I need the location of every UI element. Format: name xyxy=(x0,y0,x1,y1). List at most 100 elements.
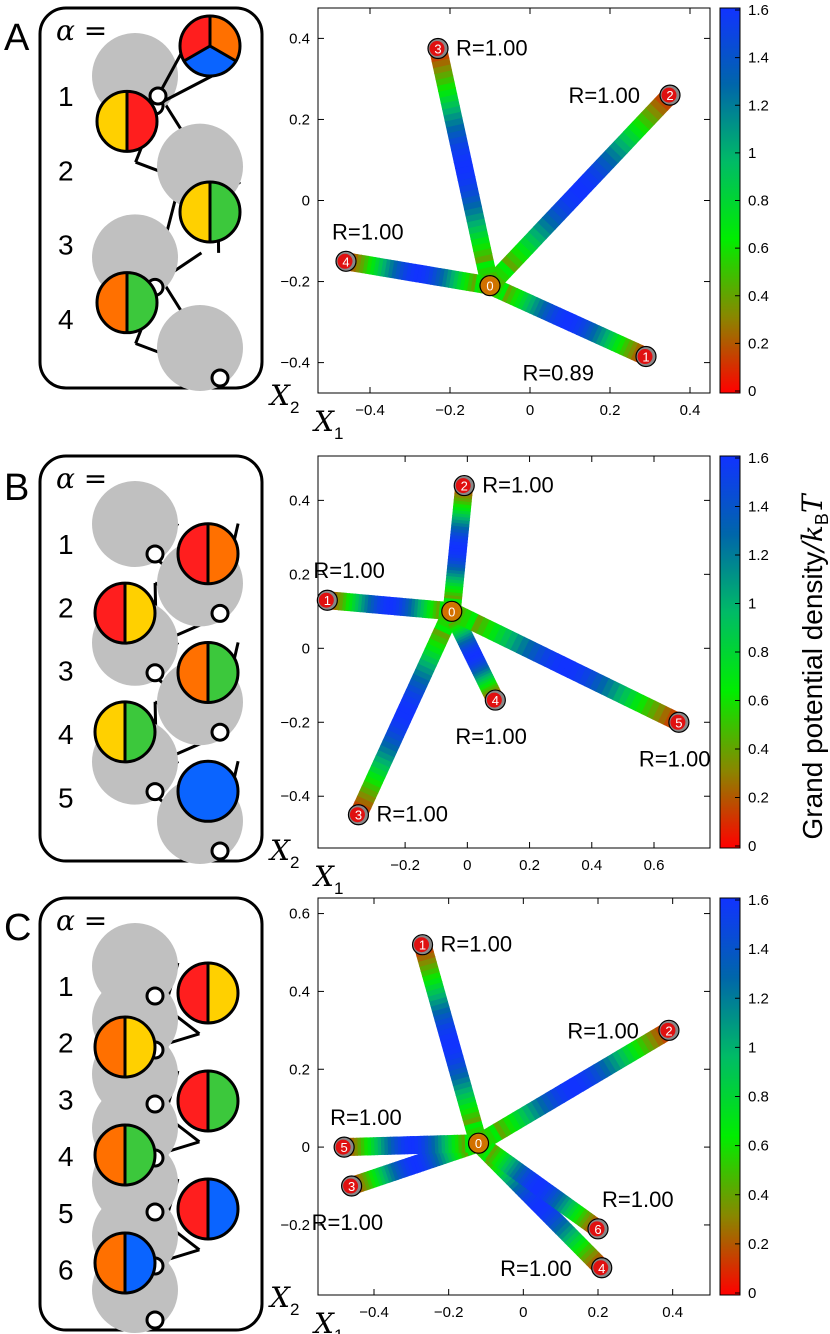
path-segment xyxy=(541,212,561,230)
path-segment xyxy=(403,688,423,703)
state-index: 5 xyxy=(58,1198,74,1229)
y-tick-label: −0.2 xyxy=(280,274,310,291)
path-segment xyxy=(606,680,622,701)
path-segment xyxy=(380,739,400,754)
colored-bead xyxy=(178,180,242,244)
state-index: 1 xyxy=(58,529,74,560)
path-segment xyxy=(555,197,574,216)
x-tick-label: 0.4 xyxy=(680,402,701,419)
path-segment xyxy=(452,1080,472,1092)
colorbar-tick-label: 1.6 xyxy=(748,2,769,19)
path-segment xyxy=(496,259,516,278)
x-tick-label: 0.6 xyxy=(644,857,665,874)
path-segment xyxy=(613,135,633,154)
x-tick-label: −0.2 xyxy=(390,857,420,874)
colorbar-tick-label: 1.2 xyxy=(748,97,769,114)
r-label-4: R=1.00 xyxy=(455,724,527,749)
plot-frame xyxy=(317,897,711,1296)
path-segment xyxy=(498,628,514,648)
y-tick-label: 0.2 xyxy=(289,1061,310,1078)
r-label-4: R=1.00 xyxy=(332,219,404,244)
path-segment xyxy=(389,719,409,733)
path-segment xyxy=(441,1040,461,1052)
colorbar-tick-label: 0 xyxy=(748,1285,756,1302)
link-node xyxy=(210,603,230,623)
r-label-3: R=1.00 xyxy=(312,1210,384,1235)
y-tick-label: 0 xyxy=(302,193,310,210)
path-segment xyxy=(401,694,421,708)
path-segment xyxy=(497,1118,513,1137)
path-segment xyxy=(458,181,478,193)
y-axis-label-sub: 2 xyxy=(290,1300,299,1319)
path-segment xyxy=(459,608,474,629)
path-segment xyxy=(592,1061,608,1081)
colorbar-tick-label: 0.8 xyxy=(748,1089,769,1106)
center-state-marker: 0 xyxy=(441,600,463,622)
link-node xyxy=(210,841,230,861)
minimum-marker-4: 4 xyxy=(484,689,506,711)
path-segment xyxy=(361,780,381,794)
path-segment xyxy=(488,1123,504,1143)
colored-bead xyxy=(93,1015,157,1079)
path-segment xyxy=(607,1053,623,1072)
path-segment xyxy=(430,1000,450,1012)
r-label-5: R=1.00 xyxy=(639,746,711,771)
path-segment xyxy=(359,785,379,800)
state-index: 4 xyxy=(58,304,74,335)
state-index: 3 xyxy=(58,656,74,687)
y-tick-label: 0.6 xyxy=(289,906,310,923)
state-index: 3 xyxy=(58,230,74,261)
y-axis-label: X xyxy=(268,1281,291,1314)
bond-line xyxy=(161,74,213,104)
y-tick-label: −0.2 xyxy=(280,714,310,731)
diagram-frame xyxy=(38,454,264,863)
state-index: 3 xyxy=(58,1084,74,1115)
path-segment xyxy=(595,154,615,173)
path-segment xyxy=(419,653,439,667)
path-segment xyxy=(569,1075,584,1095)
path-segment xyxy=(492,264,511,283)
minimum-marker-3: 3 xyxy=(341,1175,363,1197)
path-segment xyxy=(447,1060,467,1072)
path-segment xyxy=(462,199,482,211)
x-tick-label: −0.4 xyxy=(359,1304,389,1321)
path-segment xyxy=(464,205,484,217)
transition-path-5 xyxy=(447,603,684,731)
colorbar-tick-label: 0.2 xyxy=(748,1236,769,1253)
path-segment xyxy=(415,663,435,678)
y-tick-label: 0.4 xyxy=(289,492,310,509)
path-segment xyxy=(591,159,610,178)
colored-bead xyxy=(176,1069,240,1133)
marker-id: 0 xyxy=(475,1136,482,1151)
path-segment xyxy=(426,638,446,652)
path-segment xyxy=(398,699,418,713)
path-segment xyxy=(429,632,449,647)
path-segment xyxy=(373,755,393,769)
y-axis-label-sub: 2 xyxy=(290,853,299,872)
path-segment xyxy=(512,1109,527,1129)
path-segment xyxy=(442,1045,462,1057)
r-label-3: R=1.00 xyxy=(376,802,448,827)
y-tick-label: −0.2 xyxy=(280,1217,310,1234)
path-segment xyxy=(458,1100,478,1111)
marker-id: 6 xyxy=(594,1222,601,1237)
state-index: 1 xyxy=(58,81,74,112)
path-segment xyxy=(440,1035,460,1047)
path-segment xyxy=(439,93,459,104)
path-segment xyxy=(438,1030,458,1042)
path-segment xyxy=(546,207,565,226)
path-segment xyxy=(443,110,463,122)
minimum-marker-4: 4 xyxy=(591,1257,613,1279)
center-state-marker: 0 xyxy=(467,1132,490,1154)
path-segment xyxy=(469,229,489,241)
path-segment xyxy=(483,1126,499,1146)
path-segment xyxy=(445,122,465,134)
transition-path-2 xyxy=(473,1022,675,1151)
path-segment xyxy=(602,1055,618,1075)
path-segment xyxy=(564,188,583,207)
transition-path-5 xyxy=(342,1134,479,1157)
path-segment xyxy=(650,1027,665,1047)
path-segment xyxy=(505,250,525,268)
path-segment xyxy=(382,734,402,749)
